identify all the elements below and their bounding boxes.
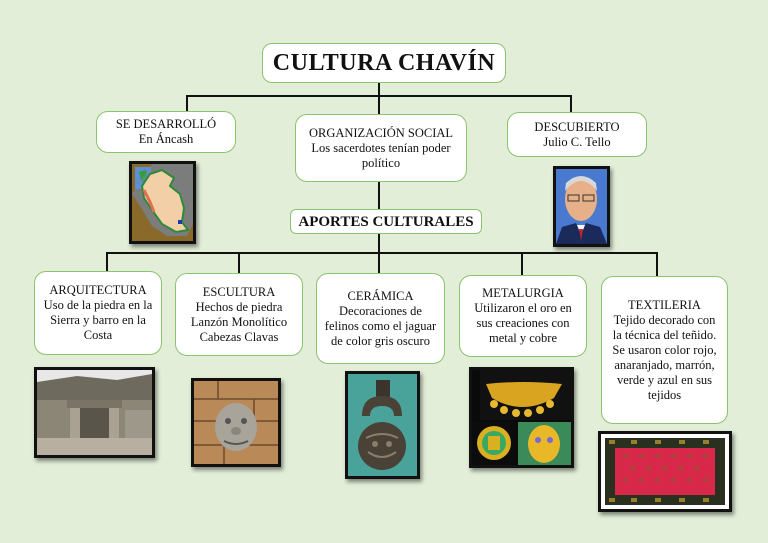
title-node: CULTURA CHAVÍN <box>262 43 506 83</box>
node-descubierto: DESCUBIERTO Julio C. Tello <box>507 112 647 157</box>
node-title: CERÁMICA <box>347 288 414 303</box>
node-textileria: TEXTILERIA Tejido decorado con la técnic… <box>601 276 728 424</box>
node-escultura: ESCULTURA Hechos de piedra Lanzón Monolí… <box>175 273 303 356</box>
node-title: ORGANIZACIÓN SOCIAL <box>308 125 454 140</box>
node-title: TEXTILERIA <box>628 297 701 312</box>
stone-temple-ruins-image <box>34 367 155 458</box>
node-title: APORTES CULTURALES <box>298 213 474 230</box>
connector-to-descubierto <box>570 95 572 113</box>
node-metalurgia: METALURGIA Utilizaron el oro en sus crea… <box>459 275 587 357</box>
node-title: METALURGIA <box>482 286 564 300</box>
node-text: En Áncash <box>138 132 194 146</box>
node-ceramica: CERÁMICA Decoraciones de felinos como el… <box>316 273 445 364</box>
node-title: ARQUITECTURA <box>49 283 147 297</box>
node-text: Tejido decorado con la técnica del teñid… <box>612 312 717 402</box>
connector-to-desarrollo <box>186 95 188 113</box>
node-title: ESCULTURA <box>202 284 276 299</box>
connector-top-horizontal <box>186 95 572 97</box>
node-organizacion-social: ORGANIZACIÓN SOCIAL Los sacerdotes tenía… <box>295 114 467 182</box>
connector-bottom-horizontal <box>106 252 658 254</box>
connector-to-textileria <box>656 252 658 278</box>
connector-to-escultura <box>238 252 240 274</box>
node-arquitectura: ARQUITECTURA Uso de la piedra en la Sier… <box>34 271 162 355</box>
node-aportes-culturales: APORTES CULTURALES <box>290 209 482 234</box>
connector-to-arquitectura <box>106 252 108 272</box>
cabeza-clava-image <box>191 378 281 467</box>
node-text: Decoraciones de felinos como el jaguar d… <box>324 303 437 348</box>
node-text: Julio C. Tello <box>543 134 611 149</box>
connector-to-metalurgia <box>521 252 523 276</box>
peru-map-image <box>129 161 196 244</box>
connector-aportes-down <box>378 233 380 275</box>
node-text: Hechos de piedra Lanzón Monolítico Cabez… <box>190 299 288 344</box>
page-title: CULTURA CHAVÍN <box>272 50 496 76</box>
stirrup-vessel-image <box>345 371 420 479</box>
node-text: Los sacerdotes tenían poder político <box>311 140 451 170</box>
gold-artifacts-image <box>469 367 574 468</box>
julio-tello-portrait-image <box>553 166 610 247</box>
red-textile-image <box>598 431 732 512</box>
node-text: Utilizaron el oro en sus creaciones con … <box>474 301 572 345</box>
node-title: SE DESARROLLÓ <box>115 117 217 131</box>
node-title: DESCUBIERTO <box>534 119 620 134</box>
node-text: Uso de la piedra en la Sierra y barro en… <box>43 298 153 342</box>
node-se-desarrollo: SE DESARROLLÓ En Áncash <box>96 111 236 153</box>
